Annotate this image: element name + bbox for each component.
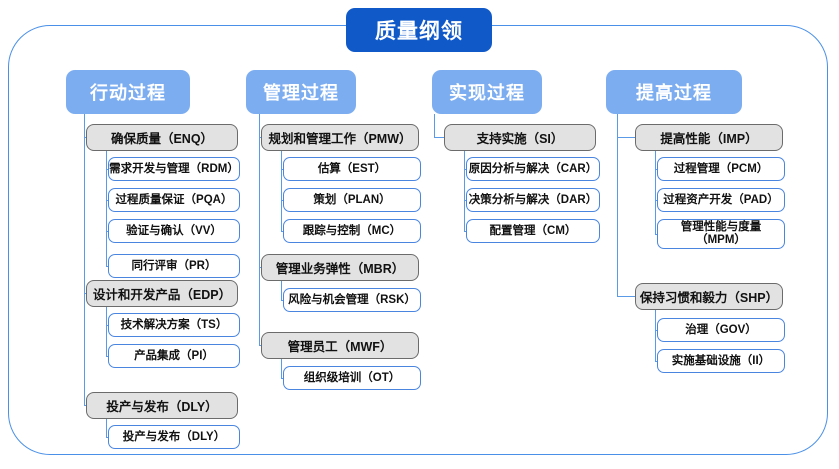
column-2-trunk bbox=[259, 114, 261, 346]
group-box-enq-label: 确保质量（ENQ） bbox=[110, 132, 214, 146]
column-header-1[interactable]: 行动过程 bbox=[66, 70, 190, 114]
leaf-box-ts-label: 技术解决方案（TS） bbox=[120, 318, 228, 331]
group-box-imp[interactable]: 提高性能（IMP） bbox=[635, 124, 783, 151]
leaf-box-pi[interactable]: 产品集成（PI） bbox=[108, 344, 240, 368]
leaf-box-pi-label: 产品集成（PI） bbox=[134, 349, 214, 362]
group-box-si-label: 支持实施（SI） bbox=[476, 132, 564, 146]
group-box-pmw[interactable]: 规划和管理工作（PMW） bbox=[261, 124, 419, 151]
column-header-2[interactable]: 管理过程 bbox=[246, 70, 356, 114]
leaf-box-cm-label: 配置管理（CM） bbox=[489, 224, 577, 237]
leaf-box-vv-label: 验证与确认（VV） bbox=[126, 224, 222, 237]
leaf-box-vv[interactable]: 验证与确认（VV） bbox=[108, 219, 240, 243]
group-box-dly[interactable]: 投产与发布（DLY） bbox=[86, 392, 238, 419]
leaf-box-gov-label: 治理（GOV） bbox=[685, 323, 757, 336]
leaf-box-gov[interactable]: 治理（GOV） bbox=[657, 318, 785, 342]
group-si-trunk bbox=[464, 151, 466, 232]
group-box-imp-label: 提高性能（IMP） bbox=[660, 132, 758, 146]
leaf-box-rdm-label: 需求开发与管理（RDM） bbox=[109, 162, 239, 175]
leaf-box-mpm[interactable]: 管理性能与度量 （MPM） bbox=[657, 219, 785, 249]
leaf-box-rdm[interactable]: 需求开发与管理（RDM） bbox=[108, 157, 240, 181]
group-enq-trunk bbox=[106, 151, 108, 267]
leaf-box-pqa[interactable]: 过程质量保证（PQA） bbox=[108, 188, 240, 212]
leaf-box-est[interactable]: 估算（EST） bbox=[283, 157, 421, 181]
leaf-box-plan[interactable]: 策划（PLAN） bbox=[283, 188, 421, 212]
column-4-trunk bbox=[617, 114, 619, 297]
group-shp-trunk bbox=[655, 310, 657, 362]
leaf-box-car-label: 原因分析与解决（CAR） bbox=[468, 162, 598, 175]
leaf-box-pr-label: 同行评审（PR） bbox=[131, 259, 217, 272]
connector-stub bbox=[617, 137, 637, 139]
leaf-box-dly-child-label: 投产与发布（DLY） bbox=[122, 430, 226, 443]
leaf-box-pad[interactable]: 过程资产开发（PAD） bbox=[657, 188, 785, 212]
connector-stub bbox=[617, 296, 637, 298]
group-mwf-trunk bbox=[281, 359, 283, 379]
group-box-edp-label: 设计和开发产品（EDP） bbox=[92, 288, 232, 302]
group-box-enq[interactable]: 确保质量（ENQ） bbox=[86, 124, 238, 151]
group-box-mwf-label: 管理员工（MWF） bbox=[287, 340, 393, 354]
column-header-3[interactable]: 实现过程 bbox=[432, 70, 542, 114]
column-header-2-label: 管理过程 bbox=[263, 83, 339, 103]
leaf-box-ot[interactable]: 组织级培训（OT） bbox=[283, 366, 421, 390]
leaf-box-ot-label: 组织级培训（OT） bbox=[303, 371, 401, 384]
group-box-shp[interactable]: 保持习惯和毅力（SHP） bbox=[635, 283, 783, 310]
leaf-box-ts[interactable]: 技术解决方案（TS） bbox=[108, 313, 240, 337]
leaf-box-dar[interactable]: 决策分析与解决（DAR） bbox=[466, 188, 600, 212]
column-header-1-label: 行动过程 bbox=[90, 83, 166, 103]
group-box-shp-label: 保持习惯和毅力（SHP） bbox=[639, 291, 779, 305]
group-box-si[interactable]: 支持实施（SI） bbox=[444, 124, 596, 151]
group-box-dly-label: 投产与发布（DLY） bbox=[106, 400, 218, 414]
column-header-3-label: 实现过程 bbox=[449, 83, 525, 103]
group-mbr-trunk bbox=[281, 281, 283, 301]
column-header-4-label: 提高过程 bbox=[636, 83, 712, 103]
group-box-mbr-label: 管理业务弹性（MBR） bbox=[275, 262, 405, 276]
leaf-box-rsk[interactable]: 风险与机会管理（RSK） bbox=[283, 288, 421, 312]
group-box-mbr[interactable]: 管理业务弹性（MBR） bbox=[261, 254, 419, 281]
leaf-box-pcm-label: 过程管理（PCM） bbox=[673, 162, 769, 175]
group-box-mwf[interactable]: 管理员工（MWF） bbox=[261, 332, 419, 359]
leaf-box-dar-label: 决策分析与解决（DAR） bbox=[468, 193, 598, 206]
leaf-box-dly-child[interactable]: 投产与发布（DLY） bbox=[108, 425, 240, 449]
leaf-box-pad-label: 过程资产开发（PAD） bbox=[663, 193, 779, 206]
leaf-box-pr[interactable]: 同行评审（PR） bbox=[108, 254, 240, 278]
leaf-box-est-label: 估算（EST） bbox=[317, 162, 387, 175]
leaf-box-mc[interactable]: 跟踪与控制（MC） bbox=[283, 219, 421, 243]
group-dly-trunk bbox=[106, 419, 108, 438]
leaf-box-car[interactable]: 原因分析与解决（CAR） bbox=[466, 157, 600, 181]
leaf-box-pqa-label: 过程质量保证（PQA） bbox=[115, 193, 233, 206]
connector-stub bbox=[434, 137, 446, 139]
group-edp-trunk bbox=[106, 307, 108, 357]
leaf-box-plan-label: 策划（PLAN） bbox=[313, 193, 391, 206]
column-1-trunk bbox=[84, 114, 86, 406]
leaf-box-ii-label: 实施基础设施（II） bbox=[671, 354, 771, 367]
group-box-pmw-label: 规划和管理工作（PMW） bbox=[268, 132, 412, 146]
leaf-box-mc-label: 跟踪与控制（MC） bbox=[302, 224, 402, 237]
group-imp-trunk bbox=[655, 151, 657, 235]
diagram-title: 质量纲领 bbox=[375, 20, 463, 43]
leaf-box-pcm[interactable]: 过程管理（PCM） bbox=[657, 157, 785, 181]
group-box-edp[interactable]: 设计和开发产品（EDP） bbox=[86, 280, 238, 307]
column-3-trunk bbox=[434, 114, 436, 138]
group-pmw-trunk bbox=[281, 151, 283, 232]
column-header-4[interactable]: 提高过程 bbox=[606, 70, 742, 114]
leaf-box-mpm-label: 管理性能与度量 （MPM） bbox=[680, 221, 762, 246]
leaf-box-rsk-label: 风险与机会管理（RSK） bbox=[288, 293, 416, 306]
diagram-title-box: 质量纲领 bbox=[346, 8, 492, 52]
leaf-box-ii[interactable]: 实施基础设施（II） bbox=[657, 349, 785, 373]
leaf-box-cm[interactable]: 配置管理（CM） bbox=[466, 219, 600, 243]
